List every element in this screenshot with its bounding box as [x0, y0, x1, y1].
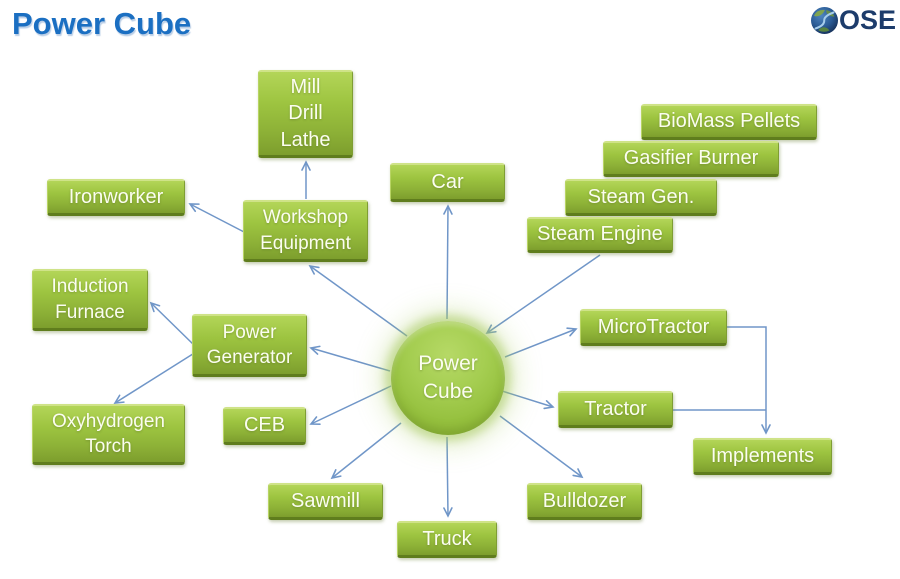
page-title: Power Cube: [12, 6, 192, 41]
edge-power-cube-microtractor: [504, 327, 578, 358]
ose-logo: OSE: [810, 4, 896, 36]
edge-workshop-equipment-ironworker: [188, 203, 247, 234]
edge-power-cube-car: [443, 204, 453, 320]
edge-steam-engine-power-cube: [485, 254, 601, 335]
edge-power-cube-power-generator: [309, 345, 391, 372]
ose-logo-text: OSE: [838, 4, 896, 35]
globe-icon: [810, 6, 838, 34]
edge-power-generator-oxyhydrogen-torch: [113, 351, 197, 404]
edge-microtractor-implements: [727, 326, 771, 435]
edge-power-cube-bulldozer: [499, 415, 584, 479]
edge-power-generator-induction-furnace: [149, 301, 197, 348]
edge-power-cube-tractor: [501, 390, 555, 410]
edge-power-cube-workshop-equipment: [308, 264, 408, 337]
edge-power-cube-ceb: [309, 385, 392, 425]
edge-power-cube-truck: [443, 436, 453, 518]
edge-power-cube-sawmill: [330, 422, 402, 480]
